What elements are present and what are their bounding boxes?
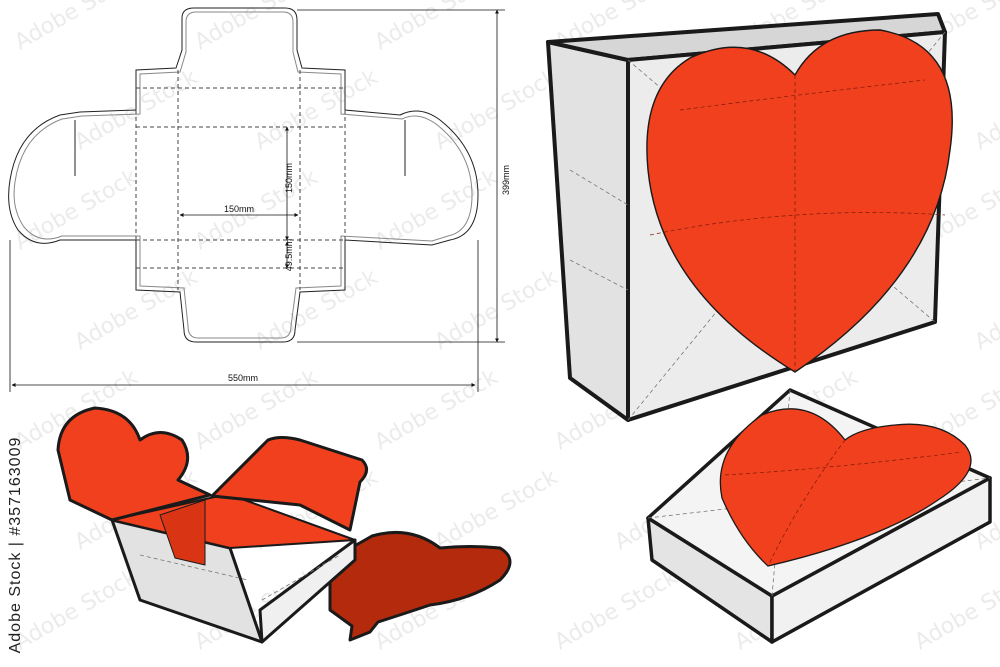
open-box-view [56, 406, 512, 644]
dimension-width-label: 550mm [228, 373, 258, 383]
closed-box-top-view [646, 388, 992, 644]
watermark-text: Adobe Stock [971, 65, 1000, 156]
watermark-text: Adobe Stock [551, 565, 683, 656]
dimension-side-depth-label: 49.5mm [284, 239, 294, 272]
watermark-text: Adobe Stock [911, 565, 1000, 656]
dieline-inner-outline [13, 11, 473, 339]
closed-box-front-view [546, 12, 953, 422]
open-box-heart-flap [56, 406, 212, 522]
dimension-height-label: 399mm [501, 165, 511, 195]
dieline-cut-outline [8, 7, 479, 343]
watermark-text: Adobe Stock [431, 465, 563, 556]
small-heart-lid [719, 408, 972, 567]
watermark-text: Adobe Stock [431, 65, 563, 156]
box-side-face [546, 40, 630, 422]
watermark-text: Adobe Stock [11, 165, 143, 256]
watermark-text: Adobe Stock [371, 0, 503, 55]
stock-id-text: Adobe Stock | #357163009 [7, 436, 24, 654]
dieline-template [8, 7, 505, 392]
dimension-panel-height-label: 150mm [284, 163, 294, 193]
stock-id-label: Adobe Stock | #357163009 [4, 430, 28, 660]
open-box-floor-flap [328, 530, 512, 642]
dimension-panel-width-label: 150mm [224, 204, 254, 214]
open-box-back-flap [210, 436, 368, 532]
watermark-text: Adobe Stock [251, 65, 383, 156]
watermark-text: Adobe Stock [191, 165, 323, 256]
watermark-text: Adobe Stock [371, 365, 503, 456]
watermark-text: Adobe Stock [371, 165, 503, 256]
watermark-text: Adobe Stock [11, 0, 143, 55]
watermark-text: Adobe Stock [971, 265, 1000, 356]
watermark-text: Adobe Stock [11, 565, 143, 656]
